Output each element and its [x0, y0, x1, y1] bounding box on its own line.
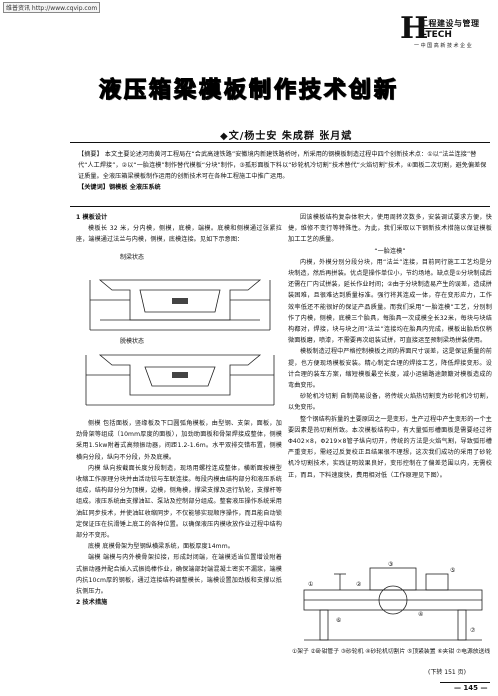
logo-chinese-name: 工程建设与管理	[420, 19, 480, 28]
logo-subtitle: 一 中 国 高 新 技 术 企 业	[414, 43, 472, 49]
page-rule	[440, 682, 490, 683]
paragraph-inner-form: 内模 纵向按截面长度分段制造，现场用螺栓连成整体，横断面按模型收缩工作原理分块并…	[76, 464, 282, 540]
paragraph: 砂轮机冷切割 自制简易设备，将传统火焰热切割变为砂轮机冷切割，以免变形。	[288, 393, 492, 412]
svg-text:②: ②	[356, 581, 362, 588]
paragraph-side-form: 侧模 包括面板，竖缘板及下口圆弧角模板，由型钢、支架，面板，加劲骨架等组成（10…	[76, 420, 282, 461]
paragraph-end-form: 端模 端模与内外模骨架拉接，形成封闭端，在端模适当位置增设附着式振动器并配合插入…	[76, 554, 282, 596]
keywords: 【关键词】钢模板 全液压系统	[78, 184, 161, 191]
svg-text:③: ③	[388, 561, 393, 568]
section-heading-measures: 2 技术措施	[76, 599, 108, 607]
abstract-block: 【摘要】 本文主要论述河南黄河工程局在“合武高速铁路”安徽境内新建铁路桥时，所采…	[78, 149, 488, 193]
formwork-figure: 制梁状态 脱模状态	[80, 250, 280, 410]
abstract-text: 【摘要】 本文主要论述河南黄河工程局在“合武高速铁路”安徽境内新建铁路桥时，所采…	[78, 151, 487, 180]
left-column-bottom: 侧模 包括面板，竖缘板及下口圆弧角模板，由型钢、支架，面板，加劲骨架等组成（10…	[76, 418, 282, 608]
logo-english-name: i-TECH	[420, 28, 452, 40]
svg-text:⑤: ⑤	[450, 567, 455, 574]
paragraph: 整个钢结构拆量的主要原因之一是变形，生产过程中产生变形的一个主要因素是热切割所致…	[288, 415, 493, 479]
cutting-machine-figure: ① ② ③ ④ ⑤ ⑥ ⑦	[300, 560, 486, 646]
right-column: 因该模板结构复杂体积大，使用周转次数多，安装调试要求方便，快捷，维修不变行等特殊…	[288, 212, 492, 481]
paragraph: 因该模板结构复杂体积大，使用周转次数多，安装调试要求方便，快捷，维修不变行等特殊…	[288, 214, 492, 244]
journal-logo: H 工程建设与管理 i-TECH 一 中 国 高 新 技 术 企 业	[400, 14, 490, 54]
page-number: — 145 —	[454, 684, 488, 692]
continued-note: (下转 151 页)	[428, 669, 466, 676]
paragraph: 内模，外模分别分段分块，用“法兰”连接，目前同行施工工艺均是分块制造，然后再拼装…	[288, 258, 492, 345]
watermark-stamp: 维普资讯 http://www.cqvip.com	[3, 2, 101, 13]
section-heading-design: 1 模板设计	[76, 214, 108, 221]
figure-label-casting: 制梁状态	[120, 254, 145, 261]
svg-text:④: ④	[418, 611, 423, 618]
article-title: 液压箱梁模板制作技术创新	[98, 77, 399, 103]
paragraph: 模板制造过程中严格控制模板之间的界面尺寸误差，这是保证质量的前提，也方便现场模板…	[288, 348, 493, 390]
figure-caption: ①架子 ②卧钳管子 ③砂轮机 ④砂轮机切割片 ⑤顶紧装置 ⑥夹钳 ⑦电源放送线	[292, 649, 491, 655]
figure-label-demolding: 脱模状态	[120, 338, 145, 345]
paragraph-bottom-form: 底模 底模骨架为型钢纵横梁系统，面板厚度14mm。	[88, 543, 234, 551]
svg-text:⑦: ⑦	[470, 627, 476, 634]
cutting-machine-diagram: ① ② ③ ④ ⑤ ⑥ ⑦	[303, 561, 483, 641]
formwork-diagram	[85, 279, 275, 406]
svg-text:⑥: ⑥	[336, 617, 341, 624]
svg-text:①: ①	[308, 581, 313, 588]
paragraph: 模板长 32 米，分内模，侧模，底模，端模。底模和侧模通过张紧拉座，端模通过法兰…	[76, 225, 282, 244]
article-authors: ◆文/杨士安 朱成群 张月斌	[220, 131, 353, 142]
abstract-bottom-rule	[70, 206, 490, 207]
abstract-top-rule	[70, 142, 490, 143]
left-column-top: 1 模板设计 模板长 32 米，分内模，侧模，底模，端模。底模和侧模通过张紧拉座…	[76, 212, 282, 246]
subheading-one-mold: “一胎连模”	[374, 247, 406, 255]
